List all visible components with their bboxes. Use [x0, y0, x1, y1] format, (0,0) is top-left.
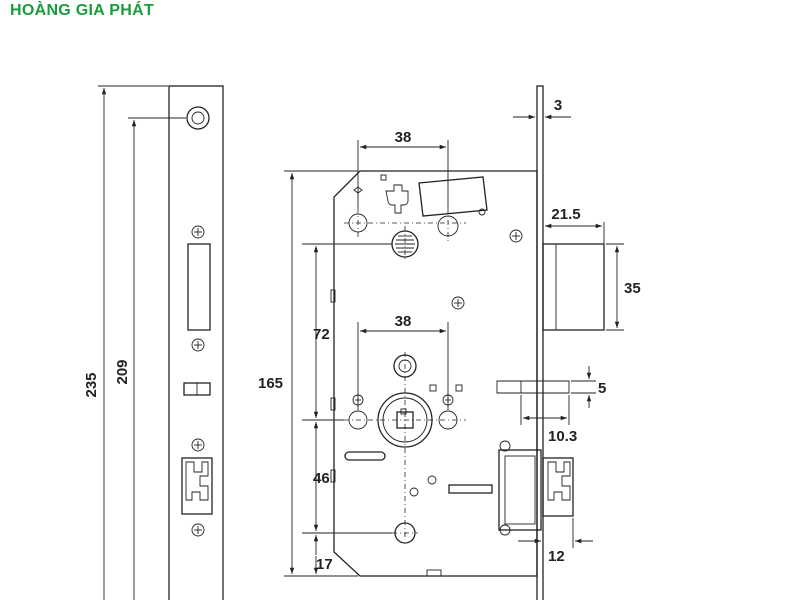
- faceplate-outline: [168, 85, 224, 600]
- faceplate-side-strip: [536, 85, 544, 600]
- faceplate-top-hole: [186, 106, 210, 130]
- dim-209: 209: [114, 117, 186, 600]
- dim-38-top-label: 38: [395, 129, 412, 146]
- upper-cutout: [385, 184, 409, 214]
- faceplate-screw-lower: [191, 438, 205, 452]
- dim-10-3: 10.3: [520, 395, 577, 445]
- dim-72: 72: [302, 243, 392, 421]
- dim-46-label: 46: [313, 470, 330, 487]
- dim-21-5: 21.5: [545, 206, 605, 244]
- deadbolt-mechanism: [498, 440, 574, 536]
- dim-5-label: 5: [598, 380, 606, 397]
- dim-12: 12: [518, 518, 593, 565]
- body-screw-upper-right: [509, 229, 523, 243]
- dim-17-label: 17: [316, 556, 333, 573]
- upper-lever-block: [418, 176, 488, 217]
- body-screw-middle: [451, 296, 465, 310]
- dim-165: 165: [258, 170, 358, 577]
- dim-3-label: 3: [554, 97, 562, 114]
- dim-35: 35: [606, 243, 641, 331]
- faceplate-screw-middle: [191, 338, 205, 352]
- faceplate-screw-upper: [191, 225, 205, 239]
- faceplate-front-view: [168, 85, 224, 600]
- hub-lower-slot: [344, 451, 386, 461]
- dim-21-5-label: 21.5: [551, 206, 580, 223]
- dim-72-label: 72: [313, 326, 330, 343]
- dim-35-label: 35: [624, 280, 641, 297]
- dim-17: 17: [313, 535, 333, 574]
- dim-5: 5: [571, 366, 606, 408]
- faceplate-deadbolt-opening: [181, 457, 213, 515]
- faceplate-screw-bottom: [191, 523, 205, 537]
- lock-body-side-view: [330, 85, 605, 600]
- brand-logo-text: HOÀNG GIA PHÁT: [10, 2, 155, 19]
- dim-3: 3: [513, 97, 571, 128]
- dim-38-mid-label: 38: [395, 313, 412, 330]
- dim-46: 46: [302, 422, 392, 534]
- lock-case-outline: [333, 170, 538, 577]
- dim-209-label: 209: [114, 359, 131, 384]
- dim-165-label: 165: [258, 375, 283, 392]
- mid-slot: [496, 380, 570, 394]
- dim-38-top: 38: [357, 129, 449, 208]
- dim-10-3-label: 10.3: [548, 428, 577, 445]
- latch-bolt: [542, 243, 605, 331]
- dim-38-mid: 38: [357, 313, 449, 410]
- dim-235-label: 235: [83, 372, 100, 397]
- dim-12-label: 12: [548, 548, 565, 565]
- dim-235: 235: [83, 85, 168, 600]
- faceplate-latch-opening: [187, 243, 211, 331]
